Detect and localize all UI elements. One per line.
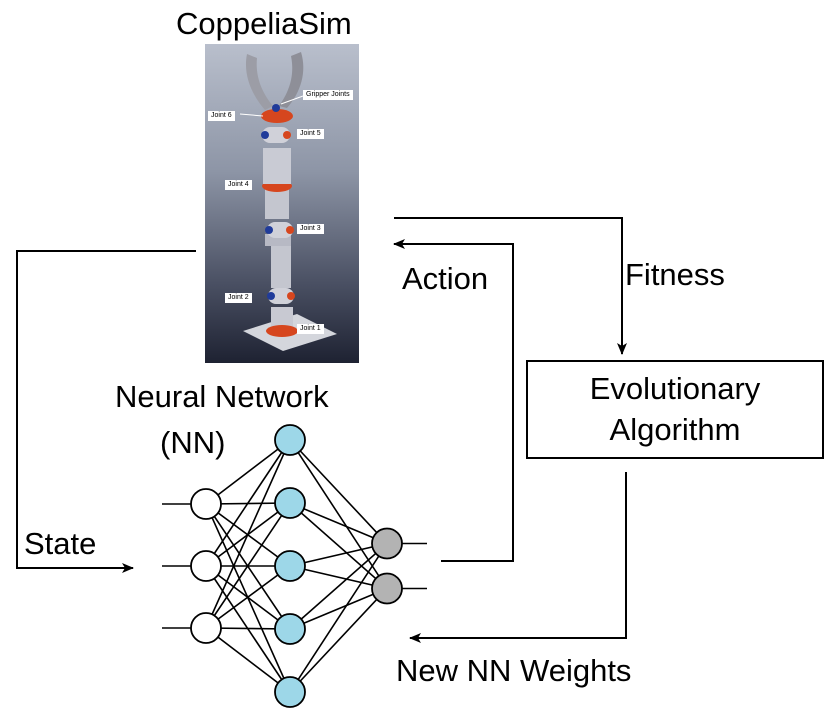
joint-2-block: [268, 288, 294, 304]
link-upper-lower-half: [265, 189, 289, 219]
nn-input-node: [190, 550, 222, 582]
nn-connection: [289, 502, 388, 545]
new-weights-label: New NN Weights: [396, 653, 632, 688]
fitness-label: Fitness: [625, 257, 725, 292]
nn-connection: [205, 439, 291, 505]
nn-connection: [289, 542, 388, 567]
nn-connection: [205, 439, 291, 567]
gripper-marker: [272, 104, 280, 112]
simulator-robot-arm-image: Gripper Joints Joint 6 Joint 5 Joint 4 J…: [205, 44, 359, 363]
label-joint-3: Joint 3: [297, 224, 324, 234]
label-joint-1: Joint 1: [297, 324, 324, 334]
joint-2-marker: [267, 292, 275, 300]
link-upper: [263, 148, 291, 184]
joint-3-marker-red: [286, 226, 294, 234]
nn-input-node: [190, 488, 222, 520]
nn-hidden-node: [274, 424, 306, 456]
joint-3-marker: [265, 226, 273, 234]
ea-line-2: Algorithm: [609, 411, 741, 447]
nn-connection: [205, 439, 291, 629]
label-joint-6: Joint 6: [208, 111, 235, 121]
nn-hidden-node: [274, 613, 306, 645]
nn-connection: [205, 627, 291, 693]
joint-5-block: [262, 127, 290, 143]
joint-2-marker-red: [287, 292, 295, 300]
joint-5-marker: [261, 131, 269, 139]
nn-nodes: [190, 424, 403, 708]
label-joint-4: Joint 4: [225, 180, 252, 190]
state-arrow: [16, 250, 196, 573]
gripper-finger-right: [279, 52, 304, 108]
robot-arm-illustration: [239, 52, 337, 351]
state-label: State: [24, 526, 97, 561]
simulator-title: CoppeliaSim: [176, 6, 352, 41]
nn-hidden-node: [274, 487, 306, 519]
gripper-finger-left: [245, 54, 273, 110]
nn-connection: [289, 543, 388, 693]
label-gripper-joints: Gripper Joints: [303, 90, 353, 100]
ea-line-1: Evolutionary: [589, 371, 761, 407]
fitness-arrow: [394, 217, 627, 355]
joint-5-marker-red: [283, 131, 291, 139]
nn-connection: [289, 587, 388, 630]
joint-1-ring: [266, 325, 298, 337]
action-label: Action: [402, 261, 489, 296]
link-lower: [271, 240, 291, 288]
nn-connection: [289, 587, 388, 693]
label-joint-2: Joint 2: [225, 293, 252, 303]
leader-gripper: [280, 95, 304, 105]
nn-connection: [289, 565, 388, 590]
nn-connection: [205, 502, 291, 629]
leader-joint-6: [239, 113, 264, 117]
label-joint-5: Joint 5: [297, 129, 324, 139]
nn-connection: [205, 565, 291, 629]
nn-output-node: [371, 527, 403, 560]
joint-3-block: [267, 222, 293, 238]
action-arrow: [393, 239, 514, 562]
nn-connection: [289, 439, 388, 545]
joint-6-ring: [261, 109, 293, 123]
nn-output-node: [371, 572, 403, 605]
nn-hidden-node: [274, 676, 306, 708]
nn-connection: [289, 542, 388, 630]
evolutionary-algorithm-box: Evolutionary Algorithm: [526, 360, 824, 459]
new-weights-arrow: [409, 472, 627, 643]
nn-connection: [289, 439, 388, 589]
nn-hidden-node: [274, 550, 306, 582]
network-title: Neural Network: [115, 379, 329, 414]
nn-input-node: [190, 612, 222, 644]
network-subtitle: (NN): [160, 425, 226, 460]
nn-connection: [289, 502, 388, 590]
